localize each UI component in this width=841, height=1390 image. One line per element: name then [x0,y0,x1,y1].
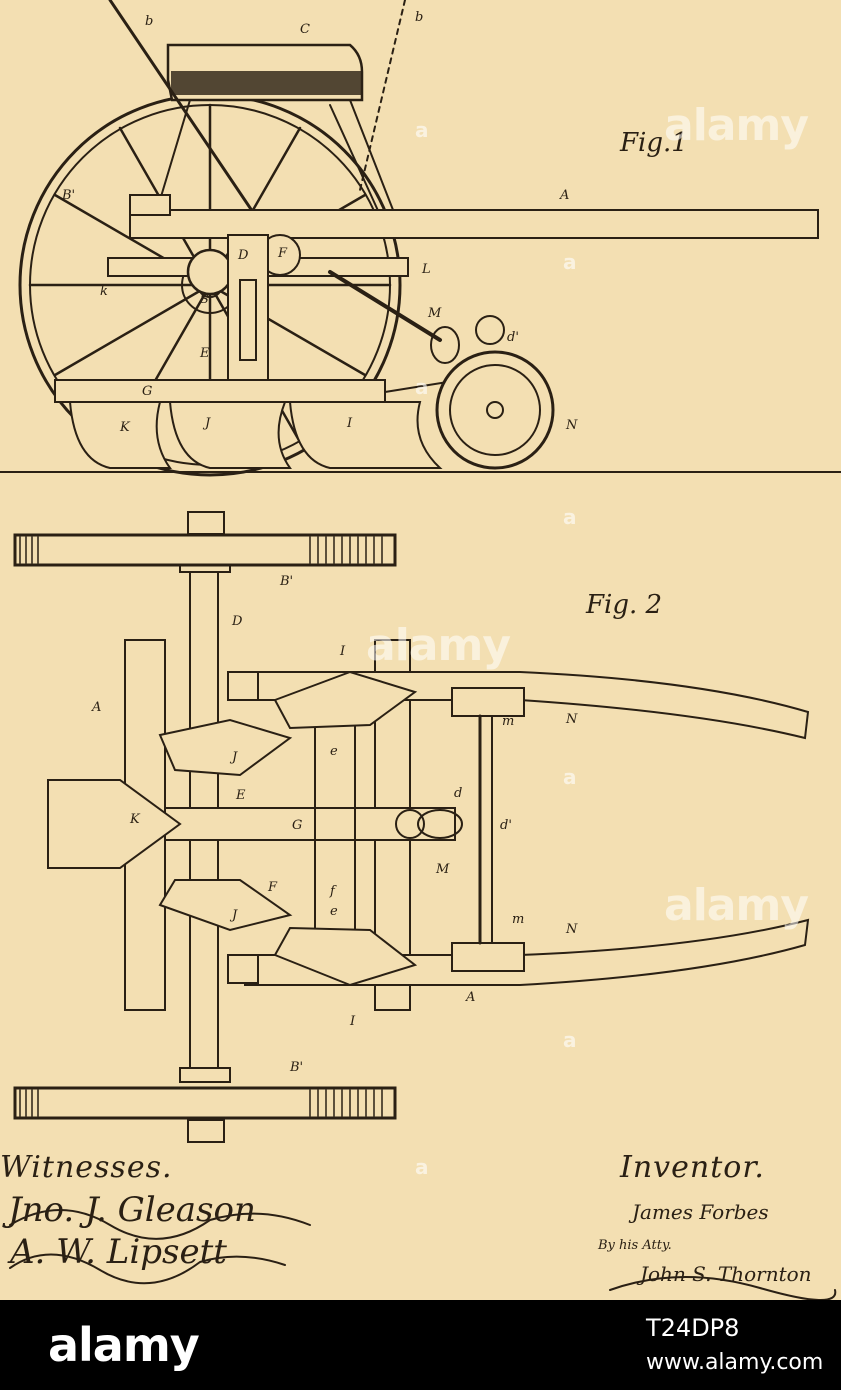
attorney-signature: John S. Thornton [640,1262,812,1286]
fig2-label: J [232,750,237,765]
inventor-signature: James Forbes [632,1200,769,1224]
fig2-label: m [502,714,514,729]
fig2-title: Fig. 2 [586,590,662,620]
watermark-mark: a [415,118,429,142]
fig1-label: k [100,284,108,299]
fig2-label: A [466,990,475,1005]
fig2-label: F [268,880,277,895]
fig2-label: f [330,884,335,899]
fig2-label: B' [280,574,293,589]
watermark-mark: a [415,375,429,399]
fig1-label: b [145,14,153,29]
watermark: alamy [664,100,808,151]
fig2-label: B' [290,1060,303,1075]
fig1-label: M [428,306,441,321]
fig2-label: d' [500,818,512,833]
fig1-label: A [560,188,569,203]
fig1-label: C [300,22,310,37]
fig1-label: J [205,416,210,431]
watermark-mark: a [415,1155,429,1179]
witnesses-heading: Witnesses. [0,1150,173,1185]
fig2-label: m [512,912,524,927]
brand-logo: alamy [48,1318,199,1372]
witness-2-signature: A. W. Lipsett [10,1232,227,1272]
fig2-label: N [566,922,577,937]
fig2-label: N [566,712,577,727]
fig1-label: G [142,384,152,399]
patent-drawing-plate: Fig.1 Fig. 2 b C b A B' D F L k S M d' E… [0,0,841,1300]
fig1-label: S [200,292,209,307]
fig2-label: J [232,908,237,923]
fig1-label: B' [62,188,75,203]
fig1-label: d' [507,330,519,345]
fig2-label: d [454,786,462,801]
inventor-heading: Inventor. [620,1150,765,1185]
fig1-side-view [0,0,841,475]
fig2-plan-view [15,512,808,1142]
fig2-label: I [350,1014,355,1029]
fig2-label: D [232,614,242,629]
fig2-label: E [236,788,246,803]
witness-1-signature: Jno. J. Gleason [8,1190,256,1230]
fig1-label: K [120,420,130,435]
attorney-line: By his Atty. [598,1238,672,1253]
image-id: T24DP8 [646,1314,739,1342]
fig1-label: I [347,416,352,431]
fig2-label: K [130,812,140,827]
footer-bar: alamy T24DP8 www.alamy.com [0,1300,841,1390]
fig2-label: e [330,904,338,919]
fig2-label: A [92,700,101,715]
watermark-mark: a [563,1028,577,1052]
watermark: alamy [664,880,808,931]
fig2-label: G [292,818,302,833]
watermark: alamy [366,620,510,671]
watermark-mark: a [563,765,577,789]
fig1-label: L [422,262,431,277]
fig1-label: F [278,246,287,261]
fig2-label: e [330,744,338,759]
fig2-label: I [340,644,345,659]
watermark-mark: a [563,250,577,274]
fig1-label: D [238,248,248,263]
fig1-label: b [415,10,423,25]
fig1-label: E [200,346,210,361]
fig2-label: M [436,862,449,877]
fig1-label: N [566,418,577,433]
watermark-mark: a [563,505,577,529]
site-url: www.alamy.com [646,1350,823,1375]
